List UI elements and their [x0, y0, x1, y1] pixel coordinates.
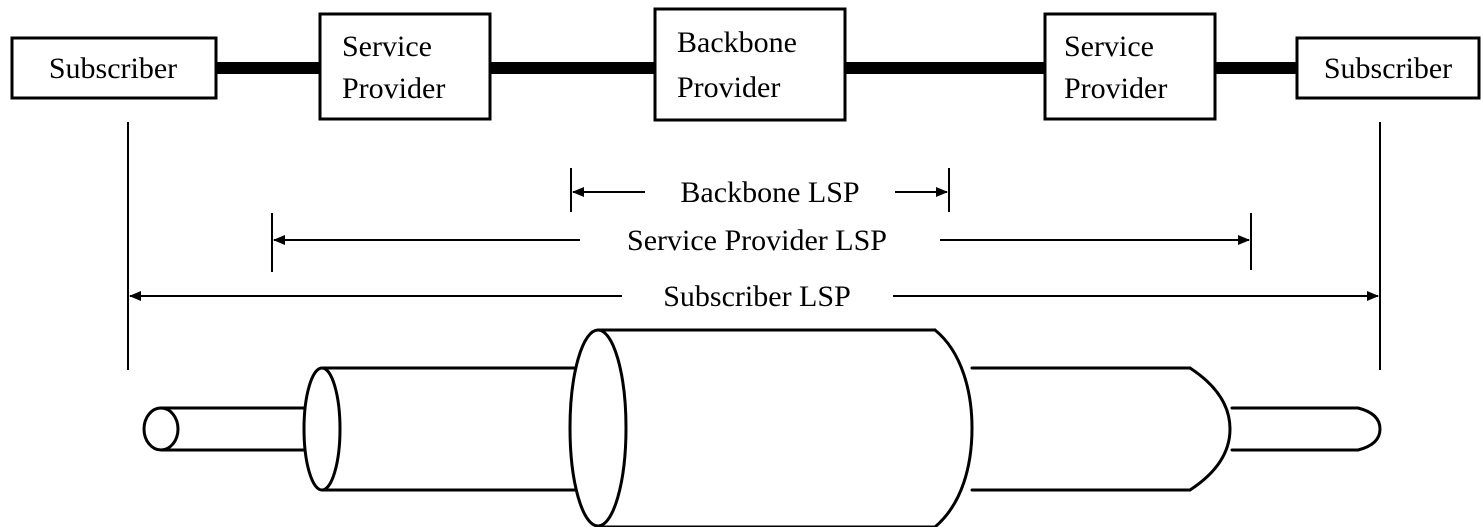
node-label-line1: Backbone — [677, 26, 797, 59]
backbone-pipe-left-end — [568, 328, 628, 527]
subscriber-pipe-right — [1230, 406, 1360, 452]
node-label-line2: Provider — [677, 71, 780, 104]
service-provider-pipe-left — [320, 366, 577, 492]
node-subscriber-right: Subscriber — [1295, 36, 1481, 100]
node-label-line2: Provider — [1064, 72, 1167, 105]
service-provider-pipe-right-end — [1188, 366, 1232, 492]
subscriber-pipe-left-end — [142, 406, 180, 452]
node-subscriber-left: Subscriber — [10, 36, 218, 100]
subscriber-pipe-right-end — [1356, 406, 1382, 452]
node-service-provider-left: Service Provider — [318, 12, 492, 121]
node-label: Subscriber — [49, 52, 177, 85]
subscriber-pipe-left — [160, 406, 320, 452]
backbone-lsp-label: Backbone LSP — [680, 176, 859, 209]
lsp-boundary-ticks — [127, 122, 1381, 370]
node-service-provider-right: Service Provider — [1043, 12, 1217, 121]
backbone-pipe — [596, 328, 937, 527]
nested-tunnel-illustration — [142, 328, 1382, 527]
subscriber-lsp-label: Subscriber LSP — [663, 280, 851, 313]
node-label-line1: Service — [342, 30, 432, 63]
node-label-line2: Provider — [342, 72, 445, 105]
service-provider-pipe-left-end — [302, 366, 342, 492]
node-label-line1: Service — [1064, 30, 1154, 63]
service-provider-lsp-label: Service Provider LSP — [627, 224, 887, 257]
backbone-pipe-right-end — [933, 328, 974, 527]
node-label: Subscriber — [1324, 52, 1452, 85]
service-provider-pipe-right — [970, 366, 1192, 492]
node-backbone-provider: Backbone Provider — [653, 7, 847, 122]
